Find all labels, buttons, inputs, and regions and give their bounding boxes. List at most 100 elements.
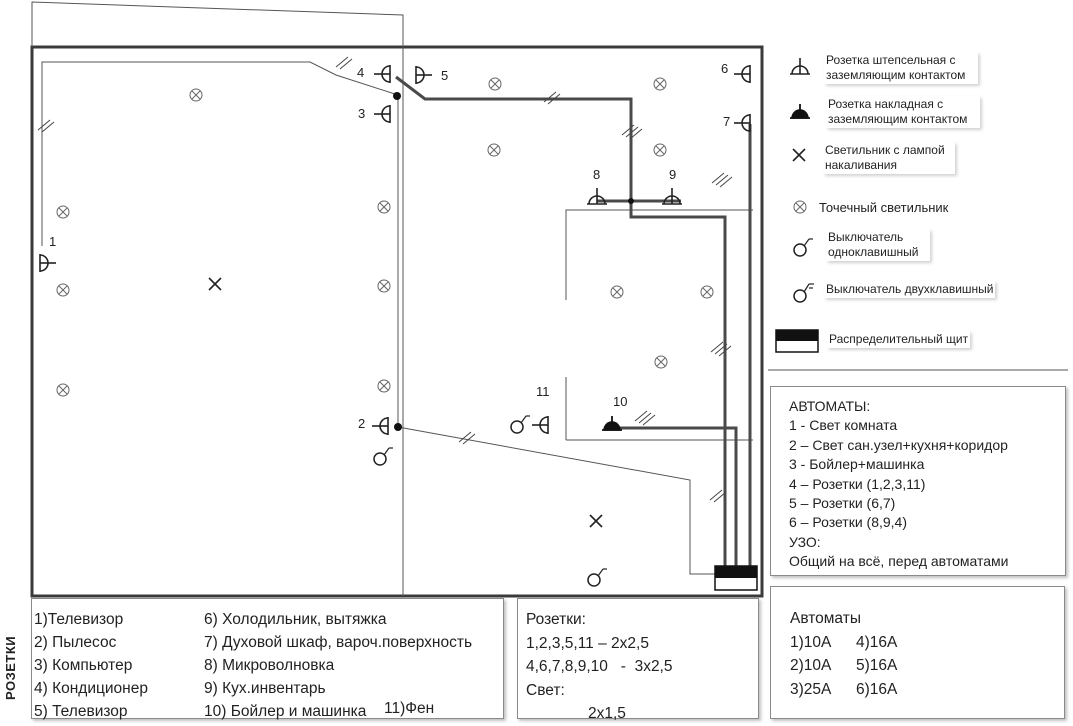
incandescent-lamp-icon xyxy=(589,514,603,528)
socket-3-icon xyxy=(373,104,391,124)
legend-switch-single-icon xyxy=(793,238,814,257)
spot-light-icon xyxy=(377,200,391,214)
socket-list-item: 8) Микроволновка xyxy=(204,657,335,674)
socket-list-item: 5) Телевизор xyxy=(34,703,128,720)
spot-light-icon xyxy=(56,205,70,219)
wall-segment xyxy=(565,209,753,300)
socket-4-icon xyxy=(373,64,391,84)
socket-number-4: 4 xyxy=(357,65,364,80)
socket-list-col1: 1)Телевизор 2) Пылесос 3) Компьютер 4) К… xyxy=(34,608,148,723)
spot-light-icon xyxy=(377,279,391,293)
switch-single-icon xyxy=(510,415,531,434)
breaker-title: Автоматы xyxy=(790,610,861,627)
junction-dot xyxy=(394,423,402,431)
socket-list-item: 10) Бойлер и машинка xyxy=(204,703,367,720)
automata-line: 6 – Розетки (8,9,4) xyxy=(789,514,907,531)
socket-number-3: 3 xyxy=(358,106,365,121)
breaker-row: 1)10А 4)16А xyxy=(790,631,1064,655)
cable-light-title: Свет: xyxy=(526,681,565,699)
socket-11-icon xyxy=(531,415,549,435)
legend-switch-double-label: Выключатель двухклавишный xyxy=(824,281,996,298)
cable-line-1: 1,2,3,5,11 – 2х2,5 xyxy=(526,634,649,652)
automata-line: 5 – Розетки (6,7) xyxy=(789,495,896,512)
socket-1-icon xyxy=(39,253,57,273)
socket-6-icon xyxy=(733,64,751,84)
spot-light-icon xyxy=(653,77,667,91)
socket-list-box: 1)Телевизор 2) Пылесос 3) Компьютер 4) К… xyxy=(31,598,504,720)
legend-switch-single-label: Выключатель одноклавишный xyxy=(826,229,930,261)
socket-7-icon xyxy=(733,113,751,133)
legend-spot-icon xyxy=(793,200,807,214)
incandescent-lamp-icon xyxy=(208,277,222,291)
spot-light-icon xyxy=(56,283,70,297)
sockets-side-label: РОЗЕТКИ xyxy=(3,635,18,700)
socket-list-col2: 6) Холодильник, вытяжка 7) Духовой шкаф,… xyxy=(204,608,472,723)
automata-box: АВТОМАТЫ: 1 - Свет комната 2 – Свет сан.… xyxy=(770,386,1066,576)
distribution-panel-fill xyxy=(715,566,757,578)
breaker-value: 6)16А xyxy=(856,680,898,698)
socket-number-8: 8 xyxy=(593,167,600,182)
wire-line xyxy=(41,61,399,246)
legend-spot-label: Точечный светильник xyxy=(817,199,951,216)
socket-number-7: 7 xyxy=(723,114,730,129)
junction-dot xyxy=(628,198,634,204)
socket-list-item: 11)Фен xyxy=(384,700,435,717)
socket-10-icon xyxy=(601,415,623,431)
automata-line: УЗО: xyxy=(789,533,821,550)
socket-list-item: 7) Духовой шкаф, вароч.поверхность xyxy=(204,634,473,651)
spot-light-icon xyxy=(56,383,70,397)
building-outline xyxy=(30,45,764,598)
switch-single-icon xyxy=(587,568,608,587)
spot-light-icon xyxy=(377,379,391,393)
breaker-value: 5)16А xyxy=(856,657,898,674)
wire-hatch xyxy=(710,341,732,357)
cable-title: Розетки: xyxy=(526,611,586,628)
legend-socket-ground-icon xyxy=(789,57,811,75)
automata-line: 2 – Свет сан.узел+кухня+коридор xyxy=(789,436,1008,453)
socket-number-9: 9 xyxy=(669,167,676,182)
spot-light-icon xyxy=(610,285,624,299)
socket-number-5: 5 xyxy=(441,68,448,83)
automata-line: 4 – Розетки (1,2,3,11) xyxy=(789,475,926,492)
automata-line: Общий на всё, перед автоматами xyxy=(789,553,1009,570)
legend-lamp-label: Светильник с лампой накаливания xyxy=(823,142,955,174)
cable-line xyxy=(613,426,738,570)
breaker-value: 1)10А xyxy=(790,633,832,651)
legend-lamp-icon xyxy=(792,148,806,162)
legend-socket-surface-icon xyxy=(789,103,811,119)
socket-9-icon xyxy=(661,187,683,205)
legend-socket-surface-label: Розетка накладная с заземляющим контакто… xyxy=(826,96,980,128)
breaker-value: 3)25А xyxy=(790,680,832,698)
socket-list-item: 9) Кух.инвентарь xyxy=(204,680,326,697)
cable-box: Розетки: 1,2,3,5,11 – 2х2,5 4,6,7,8,9,10… xyxy=(517,598,759,722)
socket-list-item: 3) Компьютер xyxy=(34,657,133,674)
legend-panel-label: Распределительный щит xyxy=(827,331,971,348)
breaker-value: 4)16А xyxy=(856,633,898,651)
wire-hatch xyxy=(634,410,656,426)
switch-single-icon xyxy=(373,447,394,466)
socket-number-11: 11 xyxy=(536,384,550,399)
cable-line xyxy=(395,75,727,570)
junction-dot xyxy=(393,92,401,100)
wire-hatch xyxy=(335,56,353,70)
socket-number-2: 2 xyxy=(358,416,365,431)
socket-number-1: 1 xyxy=(49,234,56,249)
socket-number-10: 10 xyxy=(613,394,627,409)
socket-number-6: 6 xyxy=(721,61,728,76)
partition-wall xyxy=(31,1,404,596)
spot-light-icon xyxy=(189,88,203,102)
socket-5-icon xyxy=(415,65,433,85)
spot-light-icon xyxy=(700,285,714,299)
legend-socket-ground-label: Розетка штепсельная с заземляющим контак… xyxy=(824,52,978,84)
socket-list-item: 2) Пылесос xyxy=(34,634,117,651)
socket-list-item: 6) Холодильник, вытяжка xyxy=(204,611,387,628)
socket-8-icon xyxy=(586,187,608,205)
wire-hatch xyxy=(621,124,643,140)
automata-line: 3 - Бойлер+машинка xyxy=(789,456,925,473)
cable-line-2: 4,6,7,8,9,10 - 3х2,5 xyxy=(526,658,673,675)
socket-list-item: 4) Кондиционер xyxy=(34,680,148,697)
spot-light-icon xyxy=(487,143,501,157)
automata-title: АВТОМАТЫ: xyxy=(789,398,871,414)
